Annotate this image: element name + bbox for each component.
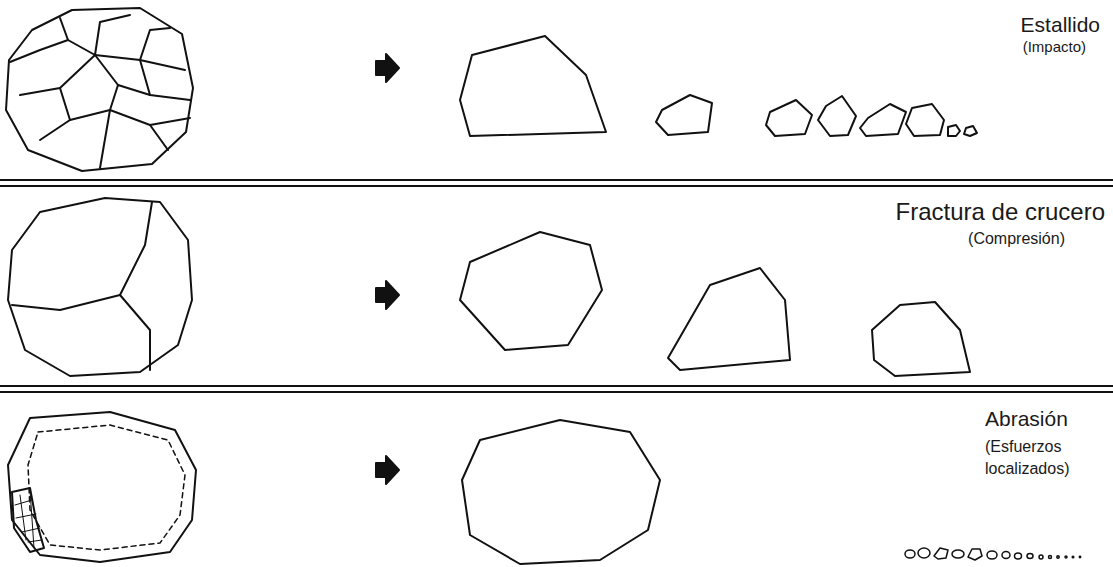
- crack: [12, 295, 120, 310]
- crack: [120, 295, 150, 370]
- fragment: [460, 36, 606, 136]
- fragment: [668, 268, 790, 370]
- process-name: Estallido: [1021, 12, 1100, 37]
- crack: [95, 55, 118, 85]
- fragment: [948, 125, 960, 136]
- crack: [140, 60, 185, 70]
- separator-line: [0, 185, 1113, 187]
- particle: [8, 198, 192, 376]
- crack: [95, 28, 170, 60]
- particle: [8, 412, 196, 562]
- process-arrow: [376, 281, 399, 309]
- separator-line: [0, 179, 1113, 181]
- fragment: [818, 96, 856, 136]
- fragment: [766, 100, 812, 136]
- process-name: Abrasión: [985, 406, 1068, 431]
- abraded-zone: [12, 488, 44, 552]
- separator-line: [0, 385, 1113, 387]
- process-cause: (Impacto): [1023, 38, 1086, 56]
- crack: [150, 118, 190, 125]
- fine-grains: [905, 548, 1081, 560]
- crack: [70, 110, 168, 150]
- crack: [10, 40, 68, 62]
- particle: [6, 8, 193, 171]
- fragment: [872, 302, 970, 376]
- process-cause: (Compresión): [968, 229, 1065, 248]
- process-arrow: [376, 456, 399, 484]
- fragment: [860, 104, 906, 136]
- crack: [40, 88, 70, 140]
- process-arrow: [376, 54, 399, 82]
- crack: [120, 202, 152, 295]
- crack: [110, 85, 190, 110]
- inner-outline: [28, 425, 185, 550]
- crack: [20, 55, 95, 95]
- crack: [60, 15, 130, 55]
- process-cause: (Esfuerzos localizados): [985, 436, 1089, 479]
- process-name: Fractura de crucero: [896, 198, 1105, 227]
- fragment: [460, 232, 602, 350]
- fragment: [656, 95, 712, 135]
- fragment: [964, 126, 977, 136]
- fragment: [906, 104, 944, 136]
- crack: [100, 110, 110, 168]
- hatching: [15, 490, 42, 548]
- particle-rounded: [462, 420, 660, 564]
- crack: [140, 60, 150, 95]
- separator-line: [0, 391, 1113, 393]
